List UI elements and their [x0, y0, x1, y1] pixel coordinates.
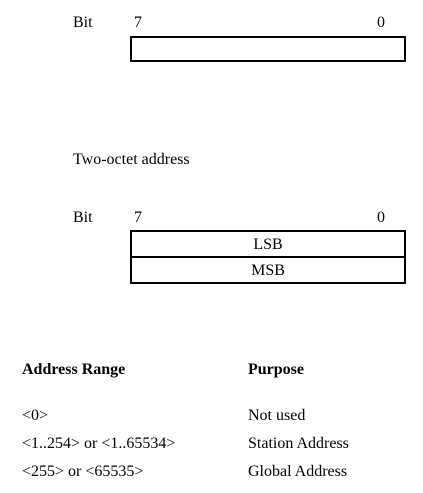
high-bit-number: 7 [134, 14, 142, 31]
range-cell: <0> [22, 407, 49, 424]
octet-divider [132, 256, 404, 258]
purpose-cell: Station Address [248, 435, 349, 452]
range-cell: <255> or <65535> [22, 463, 144, 480]
two-octet-box: LSB MSB [130, 230, 406, 284]
lsb-cell: LSB [253, 236, 283, 253]
purpose-cell: Not used [248, 407, 306, 424]
header-purpose: Purpose [248, 361, 304, 378]
low-bit-number: 0 [377, 14, 385, 31]
bit-label: Bit [73, 14, 93, 31]
range-cell: <1..254> or <1..65534> [22, 435, 176, 452]
octet-box [130, 36, 406, 62]
msb-cell: MSB [251, 262, 285, 279]
high-bit-number: 7 [134, 209, 142, 226]
diagram-title: Two-octet address [73, 151, 190, 168]
purpose-cell: Global Address [248, 463, 348, 480]
low-bit-number: 0 [377, 209, 385, 226]
header-address-range: Address Range [22, 361, 126, 378]
bit-label: Bit [73, 209, 93, 226]
